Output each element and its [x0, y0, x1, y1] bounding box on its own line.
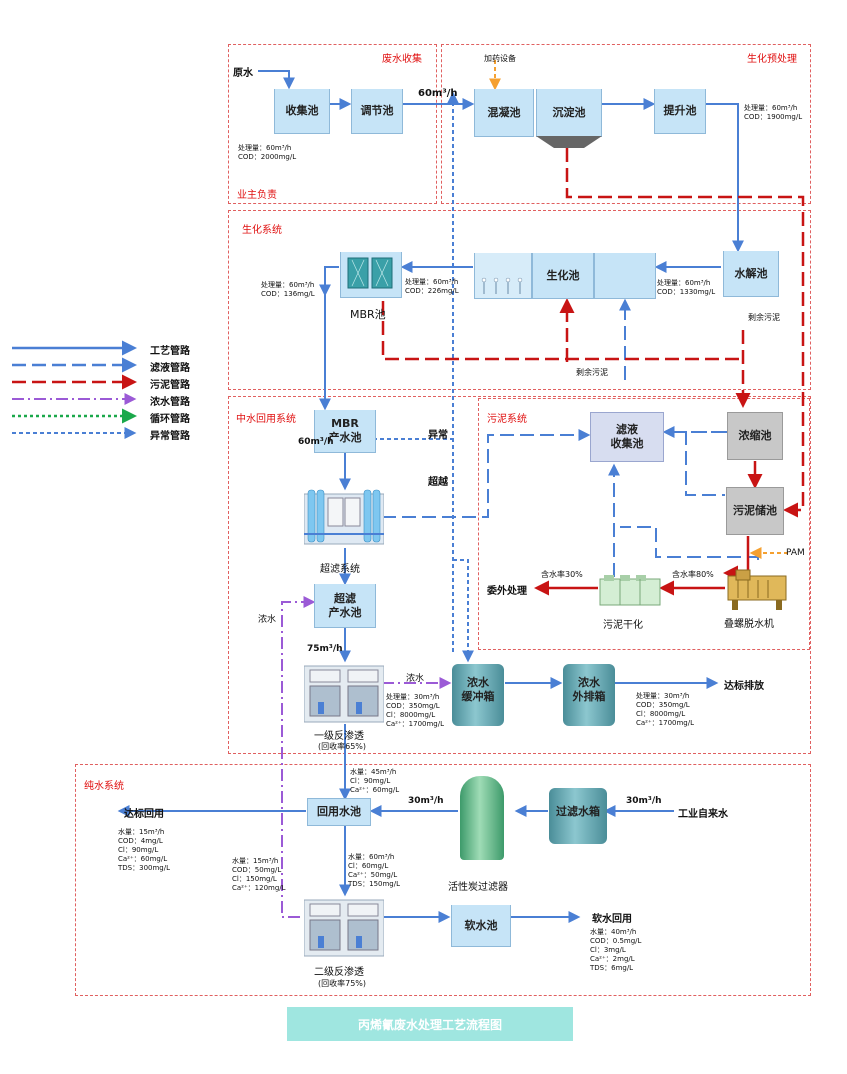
hydrolysis-pool: 水解池	[723, 251, 779, 297]
filtrate-collection-pool: 滤液 收集池	[590, 412, 664, 462]
carbon-filter-tank	[460, 776, 504, 860]
thickening-pool: 浓缩池	[727, 412, 783, 460]
region-label-bio-pretreatment: 生化预处理	[747, 54, 797, 65]
region-label-sludge-system: 污泥系统	[487, 414, 527, 425]
legend-filtrate-label: 滤液管路	[150, 363, 190, 374]
reuse-pool: 回用水池	[307, 798, 371, 826]
legend-recycle-label: 循环管路	[150, 414, 190, 425]
bio-pool: 生化池	[532, 253, 594, 299]
brine-buffer-label: 浓水 缓冲箱	[461, 676, 495, 703]
ro2-label: 二级反渗透	[314, 967, 364, 978]
reuse-std-label: 达标回用	[124, 809, 164, 820]
excess-sludge-label-1: 剩余污泥	[748, 313, 780, 322]
sedimentation-hopper	[536, 136, 602, 148]
flow-60-mbr: 60m³/h	[298, 437, 334, 447]
region-bio-system	[228, 210, 811, 390]
filter-tank: 过滤水箱	[549, 788, 607, 844]
filter-tank-label: 过滤水箱	[556, 805, 600, 819]
brine-buffer-tank: 浓水 缓冲箱	[452, 664, 504, 726]
soft-out-note: 水量：40m³/h COD：0.5mg/L Cl：3mg/L Ca²⁺：2mg/…	[590, 928, 642, 972]
mbr-product-pool: MBR 产水池	[314, 410, 376, 453]
lift-note: 处理量：60m³/h COD：1900mg/L	[744, 104, 803, 121]
mbr-membrane-icon	[347, 257, 393, 289]
sludge-dryer-icon	[599, 575, 661, 606]
ro2-in-note: 水量：60m³/h Cl：60mg/L Ca²⁺：50mg/L TDS：150m…	[348, 853, 400, 888]
brine-label-left: 浓水	[258, 615, 277, 625]
hydrolysis-out-note: 处理量：60m³/h COD：1330mg/L	[657, 279, 716, 296]
reuse-in-note: 水量：45m³/h Cl：90mg/L Ca²⁺：60mg/L	[350, 768, 400, 794]
region-label-bio-system: 生化系统	[242, 225, 282, 236]
ro1-brine-note: 处理量：30m³/h COD：350mg/L Cl：8000mg/L Ca²⁺：…	[386, 693, 445, 728]
sludge-dryer-label: 污泥干化	[603, 620, 643, 631]
carbon-filter-label: 活性炭过滤器	[448, 882, 508, 893]
discharge-std-label: 达标排放	[724, 681, 764, 692]
abnormal-label: 异常	[428, 430, 448, 441]
soft-water-pool: 软水池	[451, 905, 511, 947]
mbr-pool-label: MBR池	[350, 308, 386, 321]
moisture-30-label: 含水率30%	[541, 570, 583, 579]
discharge-note: 处理量：30m³/h COD：350mg/L Cl：8000mg/L Ca²⁺：…	[636, 692, 695, 727]
brine-discharge-label: 浓水 外排箱	[572, 676, 606, 703]
raw-water-label: 原水	[233, 68, 253, 79]
ro1-label: 一级反渗透	[314, 731, 364, 742]
region-reuse-system	[228, 396, 811, 754]
equalization-pool: 调节池	[351, 89, 403, 134]
lift-pool: 提升池	[654, 89, 706, 134]
ro1-icon	[304, 665, 384, 723]
flow-30-b: 30m³/h	[626, 796, 662, 806]
legend-abnormal-label: 异常管路	[150, 431, 190, 442]
legend-process-label: 工艺管路	[150, 346, 190, 357]
aeration-diffusers	[481, 277, 523, 294]
bio-pool-settling	[594, 253, 656, 299]
brine-label-ro1: 浓水	[406, 674, 425, 684]
sedimentation-pool: 沉淀池	[536, 89, 602, 137]
uf-system-label: 超滤系统	[320, 564, 360, 575]
pam-label: PAM	[786, 548, 805, 558]
diagram-title: 丙烯氰废水处理工艺流程图	[287, 1007, 573, 1041]
ro2-brine-note: 水量：15m³/h COD：50mg/L Cl：150mg/L Ca²⁺：120…	[232, 857, 286, 892]
outsource-label: 委外处理	[487, 586, 527, 597]
flow-60-top: 60m³/h	[418, 88, 458, 99]
excess-sludge-label-2: 剩余污泥	[576, 368, 608, 377]
uf-system-icon	[304, 489, 384, 545]
mbr-out-note: 处理量：60m³/h COD：136mg/L	[261, 281, 315, 298]
legend-brine-label: 浓水管路	[150, 397, 190, 408]
moisture-80-label: 含水率80%	[672, 570, 714, 579]
tap-water-label: 工业自来水	[678, 809, 728, 820]
dosing-label: 加药设备	[484, 54, 516, 63]
region-pure-water-system	[75, 764, 811, 996]
bio-out-note: 处理量：60m³/h COD：226mg/L	[405, 278, 459, 295]
region-bio-pretreatment	[441, 44, 811, 204]
flow-30-a: 30m³/h	[408, 796, 444, 806]
region-label-reuse-system: 中水回用系统	[236, 414, 296, 425]
legend-sludge-label: 污泥管路	[150, 380, 190, 391]
reuse-out-note: 水量：15m³/h COD：4mg/L Cl：90mg/L Ca²⁺：60mg/…	[118, 828, 170, 872]
flow-75: 75m³/h	[307, 644, 343, 654]
screw-press-icon	[727, 569, 787, 610]
region-label-wastewater-collection: 废水收集	[382, 54, 422, 65]
region-wastewater-collection	[228, 44, 437, 204]
bypass-label: 超越	[428, 477, 448, 488]
region-label-owner: 业主负责	[237, 190, 277, 201]
collection-note: 处理量：60m³/h COD：2000mg/L	[238, 144, 297, 161]
soft-reuse-label: 软水回用	[592, 914, 632, 925]
ro2-recovery-label: (回收率75%)	[318, 979, 367, 988]
coagulation-pool: 混凝池	[474, 89, 534, 137]
collection-pool: 收集池	[274, 89, 330, 134]
ro2-icon	[304, 899, 384, 957]
brine-discharge-tank: 浓水 外排箱	[563, 664, 615, 726]
screw-press-label: 叠螺脱水机	[724, 619, 774, 630]
region-label-pure-water-system: 纯水系统	[84, 781, 124, 792]
legend-lines	[12, 340, 137, 439]
uf-product-pool: 超滤 产水池	[314, 584, 376, 628]
ro1-recovery-label: (回收率65%)	[318, 742, 367, 751]
sludge-storage-pool: 污泥储池	[726, 487, 784, 535]
